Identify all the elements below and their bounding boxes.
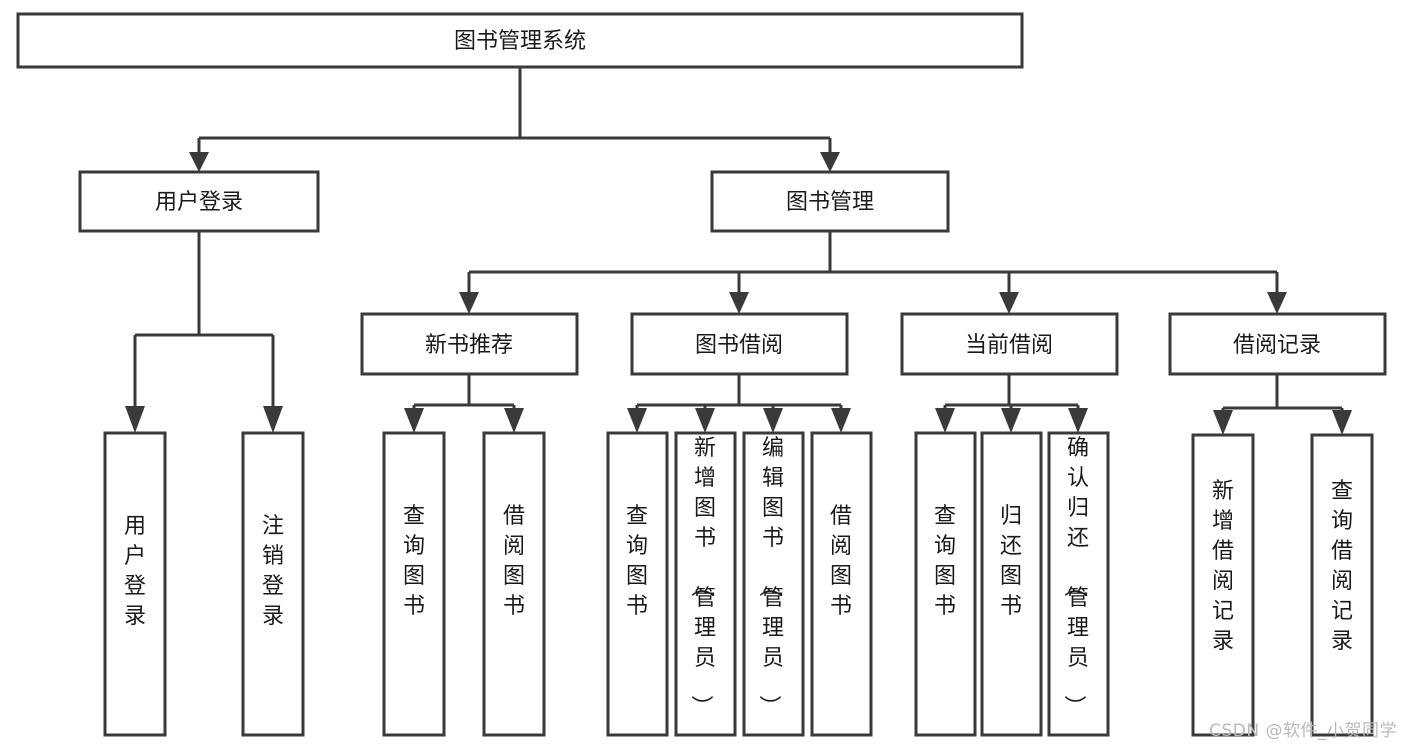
node-user-login[interactable]: 用户登录	[78, 170, 320, 233]
node-leaf-query-book-1[interactable]: 查询图书	[382, 431, 446, 737]
node-leaf-logout-login-label: 注销登录	[262, 514, 284, 629]
arrow-head-leaf-confirm-return	[1068, 408, 1088, 433]
node-leaf-user-login-label: 用户登录	[124, 514, 146, 629]
node-leaf-borrow-book-2-label: 借阅图书	[830, 504, 852, 619]
arrow-head-leaf-query-book-3	[935, 408, 955, 433]
node-new-book-recommend-label: 新书推荐	[425, 333, 513, 358]
node-borrow-record-box[interactable]	[1168, 312, 1387, 376]
node-leaf-borrow-book-1-label: 借阅图书	[503, 504, 525, 619]
node-new-book-recommend[interactable]: 新书推荐	[360, 312, 579, 376]
connector-group-user-login	[125, 231, 283, 433]
connector-group-root	[189, 67, 840, 172]
arrow-head-leaf-query-record	[1332, 410, 1352, 435]
arrow-head-leaf-query-book-2	[627, 408, 647, 433]
arrow-head-leaf-return-book	[1001, 408, 1021, 433]
node-leaf-borrow-book-1-box[interactable]	[482, 431, 546, 737]
connector-group-new-book-recommend	[404, 374, 524, 433]
node-current-borrow[interactable]: 当前借阅	[900, 312, 1119, 376]
node-leaf-query-book-3-box[interactable]	[914, 431, 977, 737]
node-current-borrow-label: 当前借阅	[965, 333, 1053, 358]
node-leaf-query-record[interactable]: 查询借阅记录	[1310, 433, 1374, 737]
node-book-management[interactable]: 图书管理	[710, 170, 950, 233]
arrow-head-leaf-edit-book	[763, 408, 783, 433]
node-leaf-query-book-2[interactable]: 查询图书	[606, 431, 669, 737]
node-borrow-record-label: 借阅记录	[1233, 333, 1321, 358]
node-leaf-add-record-box[interactable]	[1191, 433, 1255, 737]
node-leaf-query-book-3-label: 查询图书	[934, 504, 956, 619]
node-leaf-add-record[interactable]: 新增借阅记录	[1191, 433, 1255, 737]
node-leaf-confirm-return[interactable]: 确认归还（管理员）	[1047, 431, 1110, 737]
node-leaf-query-record-label: 查询借阅记录	[1331, 479, 1353, 654]
arrow-head-borrow-record	[1267, 292, 1287, 314]
node-root-box[interactable]	[16, 12, 1024, 69]
arrow-head-leaf-logout-login	[263, 406, 283, 433]
connector-group-book-borrow	[627, 374, 851, 433]
node-leaf-logout-login-box[interactable]	[241, 431, 305, 737]
arrow-head-book-borrow	[729, 292, 749, 314]
connector-group-current-borrow	[935, 374, 1088, 433]
node-current-borrow-box[interactable]	[900, 312, 1119, 376]
arrow-head-leaf-query-book-1	[404, 408, 424, 433]
node-leaf-query-record-box[interactable]	[1310, 433, 1374, 737]
arrow-head-leaf-borrow-book-1	[504, 408, 524, 433]
node-leaf-user-login-box[interactable]	[103, 431, 167, 737]
node-root[interactable]: 图书管理系统	[16, 12, 1024, 69]
node-leaf-edit-book-label: 编辑图书（管理员）	[756, 436, 784, 717]
connector-group-book-management	[459, 231, 1287, 314]
node-leaf-confirm-return-box[interactable]	[1047, 431, 1110, 737]
arrow-head-leaf-user-login	[125, 406, 145, 433]
node-user-login-label: 用户登录	[155, 190, 243, 215]
node-leaf-confirm-return-label: 确认归还（管理员）	[1061, 436, 1089, 717]
node-leaf-edit-book-box[interactable]	[742, 431, 805, 737]
node-leaf-logout-login[interactable]: 注销登录	[241, 431, 305, 737]
arrow-head-new-book-recommend	[459, 292, 479, 314]
arrow-head-current-borrow	[999, 292, 1019, 314]
node-leaf-add-book-box[interactable]	[674, 431, 737, 737]
node-leaf-return-book[interactable]: 归还图书	[980, 431, 1043, 737]
node-leaf-add-book-label: 新增图书（管理员）	[688, 436, 716, 717]
node-leaf-borrow-book-1[interactable]: 借阅图书	[482, 431, 546, 737]
node-book-borrow[interactable]: 图书借阅	[630, 312, 849, 376]
node-book-borrow-label: 图书借阅	[695, 333, 783, 358]
node-leaf-query-book-2-label: 查询图书	[626, 504, 648, 619]
node-leaf-query-book-2-box[interactable]	[606, 431, 669, 737]
node-leaf-query-book-3[interactable]: 查询图书	[914, 431, 977, 737]
node-root-label: 图书管理系统	[454, 29, 586, 54]
node-leaf-user-login[interactable]: 用户登录	[103, 431, 167, 737]
connector-group-borrow-record	[1213, 374, 1352, 435]
arrow-head-leaf-add-book	[695, 408, 715, 433]
arrow-head-book-management	[820, 152, 840, 172]
node-leaf-edit-book[interactable]: 编辑图书（管理员）	[742, 431, 805, 737]
node-leaf-borrow-book-2-box[interactable]	[810, 431, 873, 737]
node-leaf-return-book-box[interactable]	[980, 431, 1043, 737]
node-leaf-add-book[interactable]: 新增图书（管理员）	[674, 431, 737, 737]
node-leaf-query-book-1-box[interactable]	[382, 431, 446, 737]
node-leaf-add-record-label: 新增借阅记录	[1212, 479, 1234, 654]
arrow-head-leaf-borrow-book-2	[831, 408, 851, 433]
node-borrow-record[interactable]: 借阅记录	[1168, 312, 1387, 376]
node-book-management-label: 图书管理	[786, 190, 874, 215]
node-leaf-return-book-label: 归还图书	[1000, 504, 1022, 619]
node-leaf-borrow-book-2[interactable]: 借阅图书	[810, 431, 873, 737]
node-user-login-box[interactable]	[78, 170, 320, 233]
arrow-head-user-login	[189, 152, 209, 172]
node-new-book-recommend-box[interactable]	[360, 312, 579, 376]
node-leaf-query-book-1-label: 查询图书	[403, 504, 425, 619]
arrow-head-leaf-add-record	[1213, 410, 1233, 435]
node-book-borrow-box[interactable]	[630, 312, 849, 376]
watermark-text: CSDN @软件_小贺同学	[1209, 721, 1397, 741]
node-book-management-box[interactable]	[710, 170, 950, 233]
